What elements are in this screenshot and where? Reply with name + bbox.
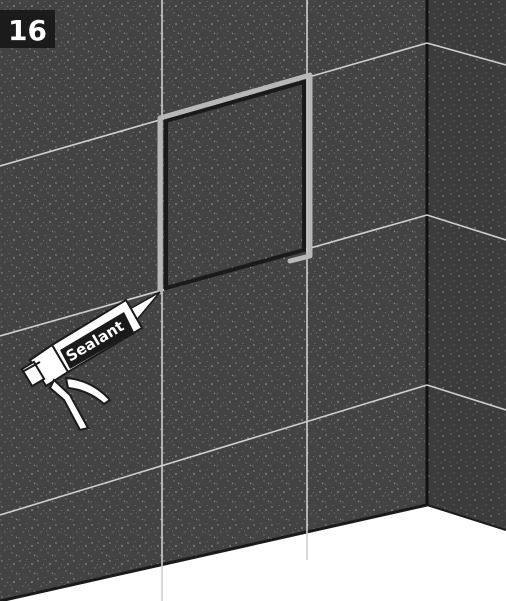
floor-edge-left: [0, 503, 428, 601]
access-panel-icon: [157, 72, 313, 295]
right-wall: [427, 0, 506, 530]
step-badge: 16: [0, 10, 55, 48]
floor-edge-right: [426, 504, 506, 531]
sealant-bead: [157, 72, 313, 295]
step-number: 16: [8, 14, 47, 47]
left-wall: [0, 0, 427, 601]
floor: [0, 505, 506, 601]
